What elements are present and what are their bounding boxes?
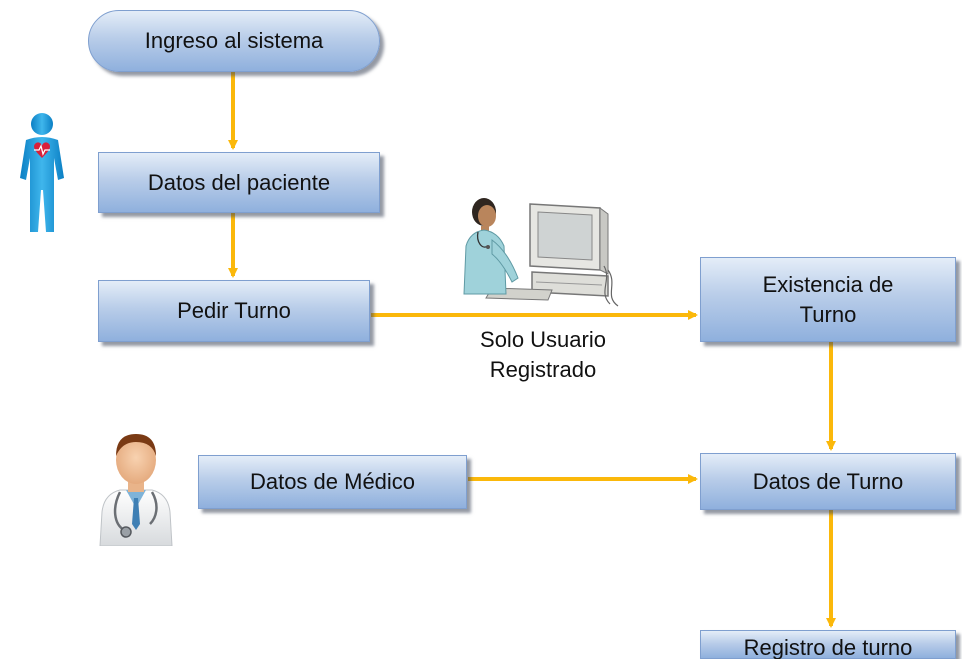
node-pedir-turno-label: Pedir Turno [177, 298, 291, 323]
edge-label-solo-usuario-registrado: Solo Usuario Registrado [480, 327, 606, 382]
doctor-icon [99, 434, 173, 546]
node-registro-label: Registro de turno [743, 635, 913, 659]
node-datos-medico-label: Datos de Médico [249, 469, 416, 494]
node-datos-de-turno[interactable]: Datos de Turno [700, 453, 956, 510]
operator-computer-icon [463, 198, 619, 307]
node-ingreso-label: Ingreso al sistema [144, 28, 324, 53]
patient-heart-icon [20, 113, 64, 232]
node-existencia-de-turno[interactable]: Existencia de Turno [700, 257, 956, 342]
node-existencia-label: Existencia de Turno [762, 271, 894, 327]
node-datos-del-paciente[interactable]: Datos del paciente [98, 152, 380, 213]
node-pedir-turno[interactable]: Pedir Turno [98, 280, 370, 342]
node-registro-de-turno[interactable]: Registro de turno [700, 630, 956, 659]
node-ingreso-al-sistema[interactable]: Ingreso al sistema [88, 10, 380, 72]
node-datos-de-medico[interactable]: Datos de Médico [198, 455, 467, 509]
node-datos-paciente-label: Datos del paciente [147, 169, 331, 195]
node-datos-turno-label: Datos de Turno [752, 468, 904, 494]
